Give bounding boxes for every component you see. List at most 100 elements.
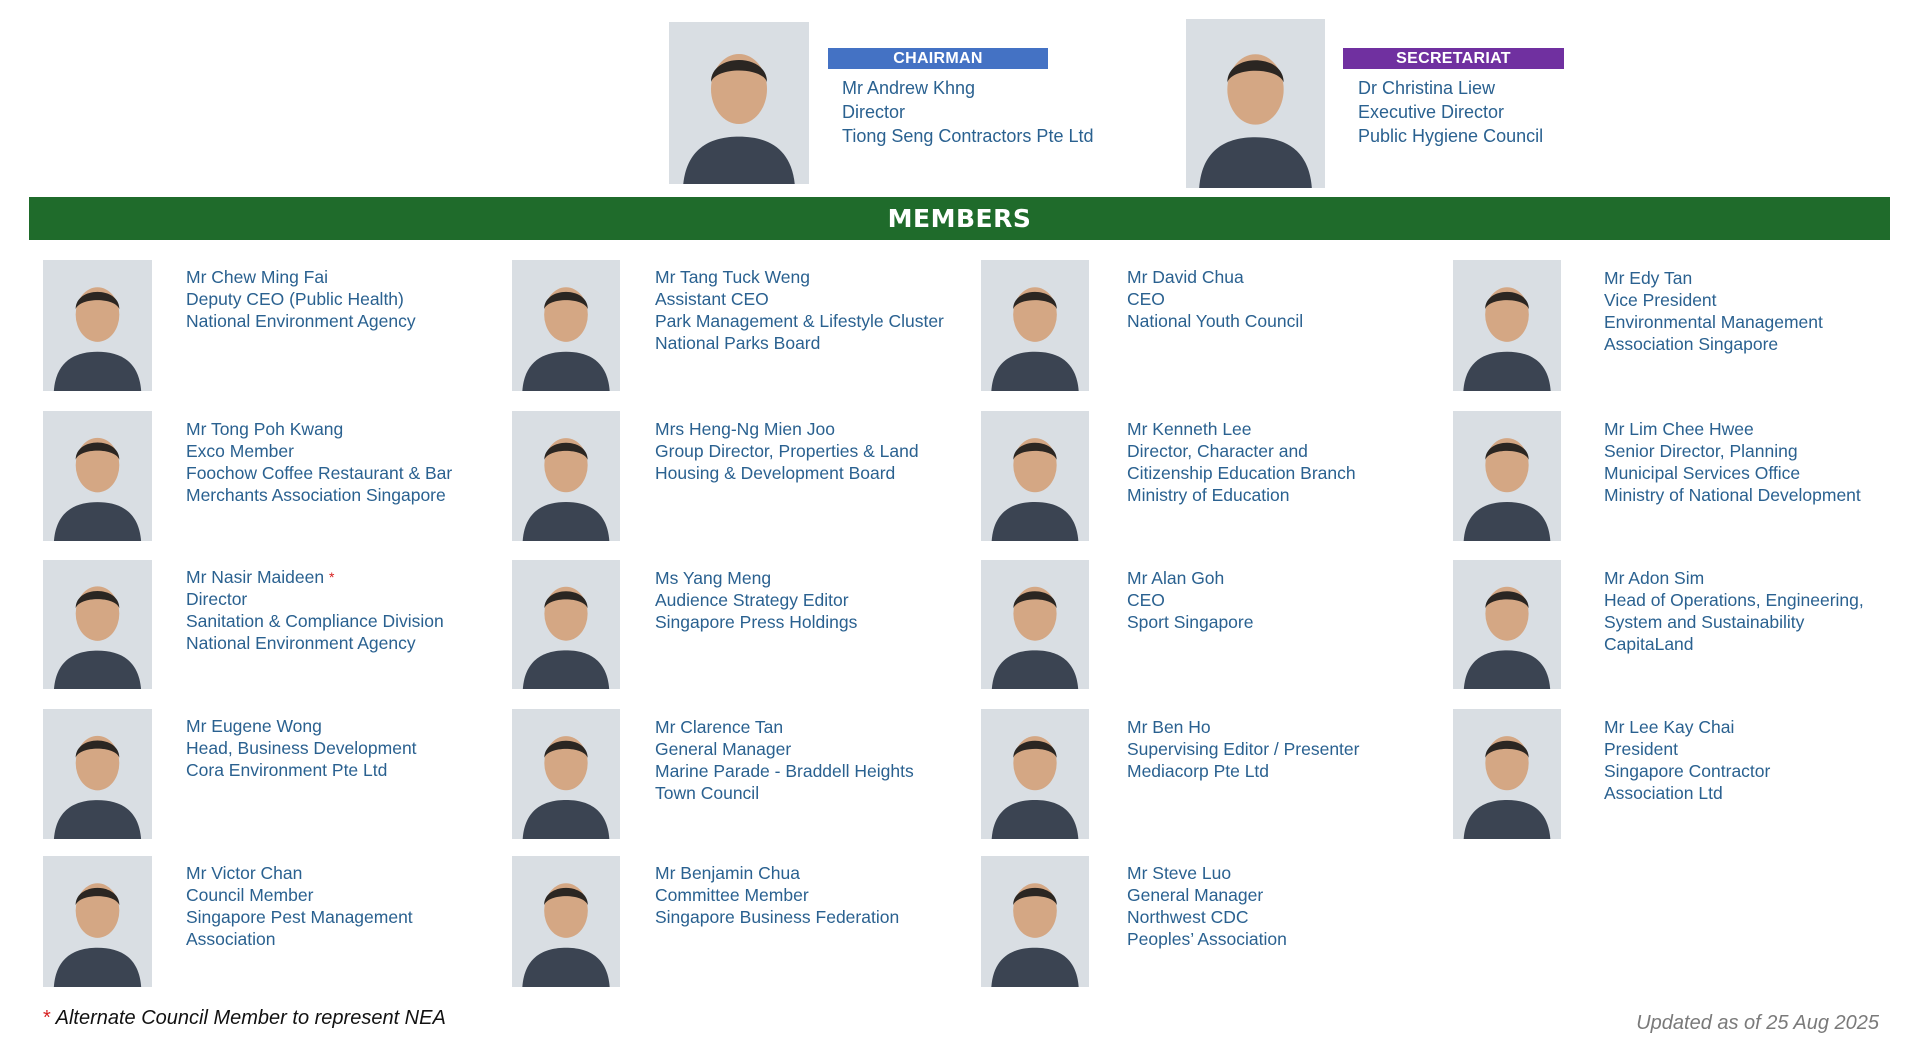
member-entry: Mr Nasir Maideen * Director Sanitation &…	[186, 566, 444, 654]
member-entry: Mr Adon Sim Head of Operations, Engineer…	[1604, 567, 1864, 655]
chairman-org: Tiong Seng Contractors Pte Ltd	[842, 126, 1094, 146]
member-org: National Youth Council	[1127, 311, 1304, 331]
member-photo	[981, 709, 1089, 839]
member-photo	[1453, 709, 1561, 839]
member-photo	[512, 560, 620, 689]
member-entry: Mr Edy Tan Vice President Environmental …	[1604, 267, 1823, 355]
member-org: Association Singapore	[1604, 334, 1779, 354]
portrait-placeholder-icon	[981, 856, 1089, 987]
member-role: Exco Member	[186, 441, 294, 461]
member-role: Assistant CEO	[655, 289, 769, 309]
portrait-placeholder-icon	[512, 856, 620, 987]
member-org: Sanitation & Compliance Division	[186, 611, 444, 631]
member-name: Mr Lee Kay Chai	[1604, 717, 1735, 737]
member-photo	[1453, 411, 1561, 541]
member-entry: Mr Lee Kay Chai President Singapore Cont…	[1604, 716, 1770, 804]
member-role: Audience Strategy Editor	[655, 590, 849, 610]
secretariat-name: Dr Christina Liew	[1358, 78, 1496, 98]
member-photo	[981, 856, 1089, 987]
portrait-placeholder-icon	[1453, 260, 1561, 391]
portrait-placeholder-icon	[1186, 19, 1325, 188]
member-name: Mr Clarence Tan	[655, 717, 784, 737]
member-org: Sport Singapore	[1127, 612, 1254, 632]
member-org: Singapore Contractor	[1604, 761, 1771, 781]
member-org: System and Sustainability	[1604, 612, 1805, 632]
member-role: Head of Operations, Engineering,	[1604, 590, 1864, 610]
footnote-marker: *	[43, 1007, 51, 1029]
member-name: Mr Adon Sim	[1604, 568, 1705, 588]
member-entry: Mr Tang Tuck Weng Assistant CEO Park Man…	[655, 266, 944, 354]
member-role: President	[1604, 739, 1678, 759]
member-entry: Mr Victor Chan Council Member Singapore …	[186, 862, 413, 950]
member-role: Senior Director, Planning	[1604, 441, 1798, 461]
chairman-name: Mr Andrew Khng	[842, 78, 976, 98]
member-entry: Mr Clarence Tan General Manager Marine P…	[655, 716, 914, 804]
member-entry: Mr Alan Goh CEO Sport Singapore	[1127, 567, 1253, 633]
member-entry: Mr David Chua CEO National Youth Council	[1127, 266, 1303, 332]
member-org: Foochow Coffee Restaurant & Bar	[186, 463, 453, 483]
member-photo	[1453, 260, 1561, 391]
portrait-placeholder-icon	[43, 709, 152, 839]
member-role: CEO	[1127, 289, 1165, 309]
member-photo	[981, 411, 1089, 541]
member-org: National Environment Agency	[186, 633, 416, 653]
member-org: Association	[186, 929, 276, 949]
portrait-placeholder-icon	[43, 260, 152, 391]
member-org: Environmental Management	[1604, 312, 1823, 332]
member-photo	[43, 856, 152, 987]
member-name: Mr Edy Tan	[1604, 268, 1693, 288]
portrait-placeholder-icon	[669, 22, 809, 184]
member-org: Peoples’ Association	[1127, 929, 1287, 949]
member-org: Municipal Services Office	[1604, 463, 1801, 483]
member-name: Mr Nasir Maideen *	[186, 566, 444, 588]
member-org: Mediacorp Pte Ltd	[1127, 761, 1270, 781]
chairman-tag: CHAIRMAN	[828, 48, 1048, 69]
member-photo	[43, 260, 152, 391]
member-name: Mrs Heng-Ng Mien Joo	[655, 419, 835, 439]
member-entry: Ms Yang Meng Audience Strategy Editor Si…	[655, 567, 857, 633]
alternate-marker: *	[328, 569, 335, 585]
member-org: Northwest CDC	[1127, 907, 1249, 927]
member-entry: Mr Lim Chee Hwee Senior Director, Planni…	[1604, 418, 1861, 506]
member-photo	[43, 411, 152, 541]
portrait-placeholder-icon	[43, 856, 152, 987]
member-photo	[43, 709, 152, 839]
member-org: Park Management & Lifestyle Cluster	[655, 311, 944, 331]
member-entry: Mr Kenneth Lee Director, Character and C…	[1127, 418, 1356, 506]
member-org: Citizenship Education Branch	[1127, 463, 1356, 483]
member-org: Singapore Press Holdings	[655, 612, 858, 632]
portrait-placeholder-icon	[981, 260, 1089, 391]
member-photo	[512, 709, 620, 839]
member-photo	[512, 260, 620, 391]
portrait-placeholder-icon	[43, 560, 152, 689]
member-name: Mr Benjamin Chua	[655, 863, 800, 883]
member-photo	[981, 560, 1089, 689]
portrait-placeholder-icon	[1453, 709, 1561, 839]
member-org: Association Ltd	[1604, 783, 1723, 803]
member-role: General Manager	[1127, 885, 1264, 905]
secretariat-title: Executive Director	[1358, 102, 1505, 122]
member-role: CEO	[1127, 590, 1165, 610]
secretariat-org: Public Hygiene Council	[1358, 126, 1544, 146]
member-org: CapitaLand	[1604, 634, 1694, 654]
member-photo	[512, 856, 620, 987]
member-org: National Environment Agency	[186, 311, 416, 331]
member-photo	[981, 260, 1089, 391]
member-org: National Parks Board	[655, 333, 821, 353]
member-org: Town Council	[655, 783, 760, 803]
member-org: Singapore Business Federation	[655, 907, 900, 927]
member-photo	[512, 411, 620, 541]
member-name: Mr Tang Tuck Weng	[655, 267, 810, 287]
member-org: Ministry of Education	[1127, 485, 1290, 505]
member-entry: Mr Benjamin Chua Committee Member Singap…	[655, 862, 899, 928]
chairman-title: Director	[842, 102, 906, 122]
member-org: Ministry of National Development	[1604, 485, 1861, 505]
portrait-placeholder-icon	[1453, 411, 1561, 541]
member-role: General Manager	[655, 739, 792, 759]
member-name-text: Mr Nasir Maideen	[186, 567, 325, 587]
member-role: Supervising Editor / Presenter	[1127, 739, 1360, 759]
member-name: Mr Kenneth Lee	[1127, 419, 1252, 439]
member-entry: Mr Ben Ho Supervising Editor / Presenter…	[1127, 716, 1359, 782]
portrait-placeholder-icon	[512, 560, 620, 689]
member-name: Mr Steve Luo	[1127, 863, 1232, 883]
